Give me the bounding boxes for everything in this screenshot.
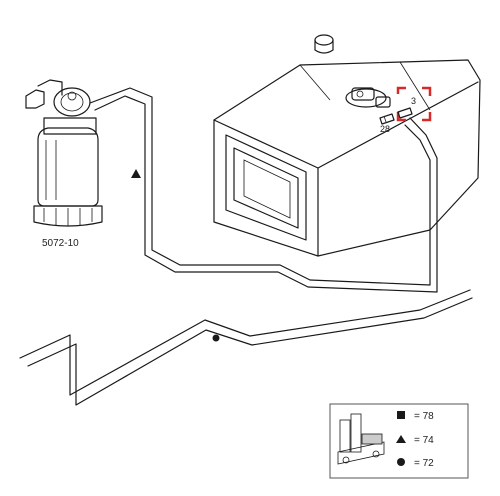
triangle-marker [131, 169, 141, 178]
fuel-line [19, 87, 473, 406]
fitting-28 [379, 113, 395, 125]
legend-square-value: = 78 [414, 411, 434, 422]
highlight-ref-label: 3 [411, 96, 416, 106]
legend-triangle-value: = 74 [414, 435, 434, 446]
circle-symbol [397, 458, 405, 466]
triangle-symbol [396, 435, 406, 443]
legend: = 78 = 74 = 72 [329, 403, 469, 479]
legend-circle-value: = 72 [414, 458, 434, 469]
circle-marker [212, 334, 220, 342]
highlight-box [396, 86, 432, 122]
fuel-tank [213, 59, 481, 257]
filler-cap [314, 34, 334, 54]
filter-part-label: 5072-10 [42, 238, 79, 249]
sender-unit [345, 87, 391, 108]
fuel-filter [25, 79, 103, 227]
truck-icon [337, 413, 385, 465]
fitting-ref-label: 28 [380, 124, 390, 134]
square-symbol [397, 411, 405, 419]
